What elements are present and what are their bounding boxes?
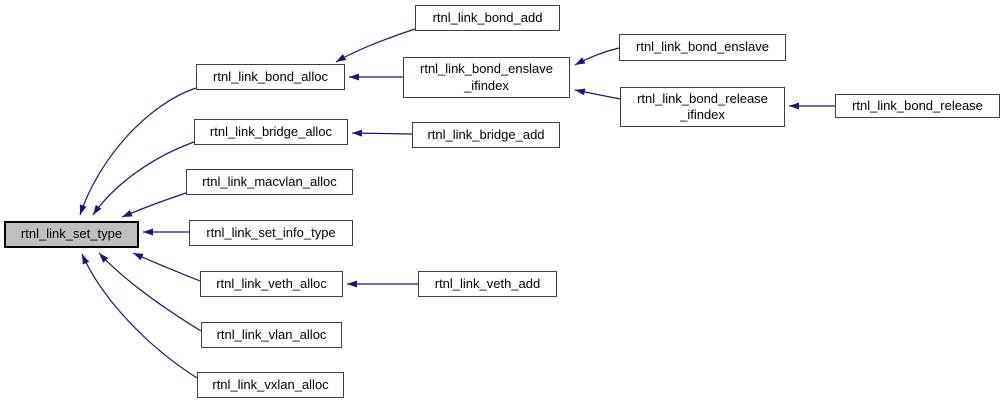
- node-rtnl_link_vlan_alloc[interactable]: rtnl_link_vlan_alloc: [201, 322, 342, 348]
- node-rtnl_link_veth_alloc[interactable]: rtnl_link_veth_alloc: [200, 271, 343, 297]
- node-rtnl_link_bond_release_ifindex[interactable]: rtnl_link_bond_release _ifindex: [620, 87, 785, 127]
- node-rtnl_link_bond_release[interactable]: rtnl_link_bond_release: [835, 94, 1000, 118]
- call-edge-rtnl_link_bond_alloc-to-rtnl_link_set_type: [79, 87, 197, 216]
- call-edge-rtnl_link_bridge_add-to-rtnl_link_bridge_alloc: [351, 129, 413, 137]
- node-rtnl_link_set_type: rtnl_link_set_type: [4, 221, 139, 248]
- call-edge-rtnl_link_bond_release_ifindex-to-rtnl_link_bond_enslave_ifindex: [574, 88, 621, 100]
- node-rtnl_link_veth_add[interactable]: rtnl_link_veth_add: [418, 271, 557, 297]
- node-rtnl_link_set_info_type[interactable]: rtnl_link_set_info_type: [189, 220, 353, 246]
- node-rtnl_link_bond_enslave_ifindex[interactable]: rtnl_link_bond_enslave _ifindex: [403, 57, 570, 98]
- node-rtnl_link_bond_enslave[interactable]: rtnl_link_bond_enslave: [619, 34, 786, 61]
- call-edge-rtnl_link_bond_enslave-to-rtnl_link_bond_enslave_ifindex: [574, 47, 620, 66]
- node-rtnl_link_bond_add[interactable]: rtnl_link_bond_add: [415, 5, 560, 31]
- call-edge-rtnl_link_vlan_alloc-to-rtnl_link_set_type: [98, 252, 202, 332]
- edge-group: [79, 28, 835, 379]
- call-edge-rtnl_link_bond_add-to-rtnl_link_bond_alloc: [335, 28, 416, 63]
- node-rtnl_link_bond_alloc[interactable]: rtnl_link_bond_alloc: [196, 64, 345, 90]
- node-rtnl_link_vxlan_alloc[interactable]: rtnl_link_vxlan_alloc: [197, 372, 344, 398]
- call-edge-rtnl_link_vxlan_alloc-to-rtnl_link_set_type: [81, 253, 198, 379]
- node-rtnl_link_bridge_add[interactable]: rtnl_link_bridge_add: [412, 122, 560, 148]
- call-edge-rtnl_link_veth_alloc-to-rtnl_link_set_type: [132, 252, 201, 282]
- node-rtnl_link_bridge_alloc[interactable]: rtnl_link_bridge_alloc: [194, 119, 348, 145]
- call-edge-rtnl_link_bridge_alloc-to-rtnl_link_set_type: [92, 141, 195, 216]
- node-rtnl_link_macvlan_alloc[interactable]: rtnl_link_macvlan_alloc: [186, 169, 353, 195]
- call-edge-rtnl_link_macvlan_alloc-to-rtnl_link_set_type: [121, 192, 187, 218]
